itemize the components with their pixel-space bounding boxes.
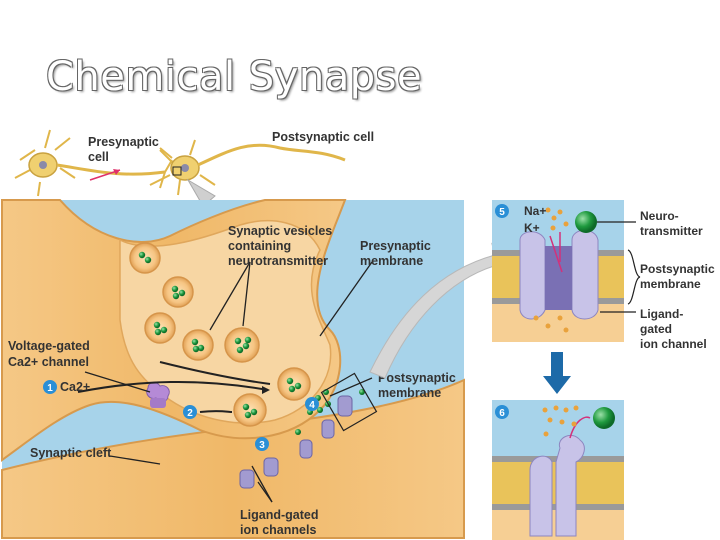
inset-channel-open [492,400,624,540]
step-badges [43,380,319,451]
inset-channel-closed [492,200,624,342]
step-5-number: 5 [499,207,505,218]
ca-ion-label: Ca2+ [60,380,90,394]
postsynaptic-cell-label: Postsynaptic cell [272,130,374,144]
synaptic-vesicles [129,242,365,435]
postsynaptic-membrane-inset-label: Postsynaptic [640,262,715,276]
voltage-gated-label: Voltage-gated [8,339,90,353]
synaptic-vesicles-label-2: containing [228,239,291,253]
step-3-number: 3 [259,440,265,451]
synaptic-cleft-label: Synaptic cleft [30,446,112,460]
neurotransmitter-label: Neuro- [640,209,679,223]
neurotransmitter-label-2: transmitter [640,224,703,238]
synaptic-vesicles-label-3: neurotransmitter [228,254,328,268]
k-ion-label: K+ [524,221,540,235]
postsynaptic-membrane-label: Postsynaptic [378,371,456,385]
step-4-number: 4 [309,400,315,411]
ligand-gated-label-2: ion channels [240,523,316,537]
step-2-number: 2 [187,408,193,419]
zoom-box [320,372,378,432]
presynaptic-membrane-label: Presynaptic [360,239,431,253]
synaptic-vesicles-label: Synaptic vesicles [228,224,332,238]
postsynaptic-membrane-inset-label-2: membrane [640,277,701,291]
presynaptic-cell-label-2: cell [88,150,109,164]
ligand-gated-inset-label-2: gated [640,322,672,336]
voltage-gated-channel [146,381,170,408]
ligand-gated-inset-label: Ligand- [640,307,683,321]
down-arrow-icon [543,352,571,394]
ligand-gated-label: Ligand-gated [240,508,318,522]
ligand-gated-inset-label-3: ion channel [640,337,707,351]
step-1-number: 1 [47,383,53,394]
ligand-gated-channels [239,395,353,489]
presynaptic-membrane-label-2: membrane [360,254,423,268]
voltage-gated-label-2: Ca2+ channel [8,355,89,369]
page-title: Chemical Synapse [46,54,423,100]
presynaptic-cell-label: Presynaptic [88,135,159,149]
na-ion-label: Na+ [524,204,546,218]
step-6-number: 6 [499,408,505,419]
postsynaptic-membrane-label-2: membrane [378,386,441,400]
